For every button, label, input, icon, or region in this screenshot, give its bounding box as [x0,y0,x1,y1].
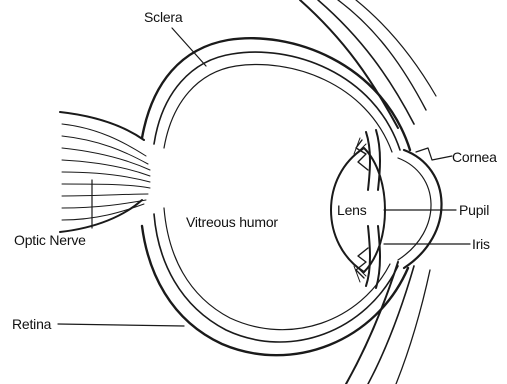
pupil-label: Pupil [459,203,489,217]
retina-leader [58,324,184,326]
cornea-leader [416,148,452,160]
sclera-leader [172,28,206,66]
sclera-outer [142,38,410,355]
cornea-curve-inner [398,158,431,260]
cornea-label: Cornea [452,150,497,164]
iris-label: Iris [472,237,490,251]
eyelid-lower [346,262,430,384]
optic-nerve-label: Optic Nerve [14,233,86,247]
iris-lower [356,226,380,288]
retina-layer [164,65,392,330]
vitreous-humor-label: Vitreous humor [186,215,278,229]
optic-nerve-bundle [60,112,150,232]
lens-label: Lens [337,203,367,217]
sclera-label: Sclera [144,10,182,24]
eyelid-upper [300,0,436,128]
retina-label: Retina [12,317,51,331]
